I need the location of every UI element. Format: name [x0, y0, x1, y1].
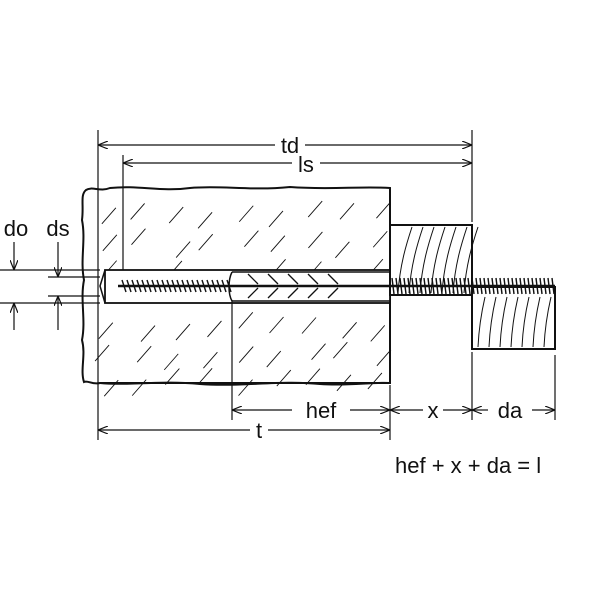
- extension-lines: [0, 130, 556, 440]
- label-x: x: [428, 398, 439, 423]
- wood-grain-2: [477, 296, 552, 348]
- base-material-block: [80, 185, 391, 385]
- label-do: do: [4, 216, 28, 241]
- dowel-expansion-fins: [247, 273, 339, 299]
- label-ds: ds: [46, 216, 69, 241]
- label-td: td: [281, 133, 299, 158]
- label-ls: ls: [298, 152, 314, 177]
- concrete-hatching: [94, 200, 392, 397]
- formula: hef + x + da = l: [395, 453, 541, 478]
- hole-tip: [99, 269, 106, 304]
- label-t: t: [256, 418, 262, 443]
- screw-thread: [121, 277, 555, 295]
- label-da: da: [498, 398, 523, 423]
- label-hef: hef: [306, 398, 337, 423]
- dimension-lines: [14, 145, 555, 430]
